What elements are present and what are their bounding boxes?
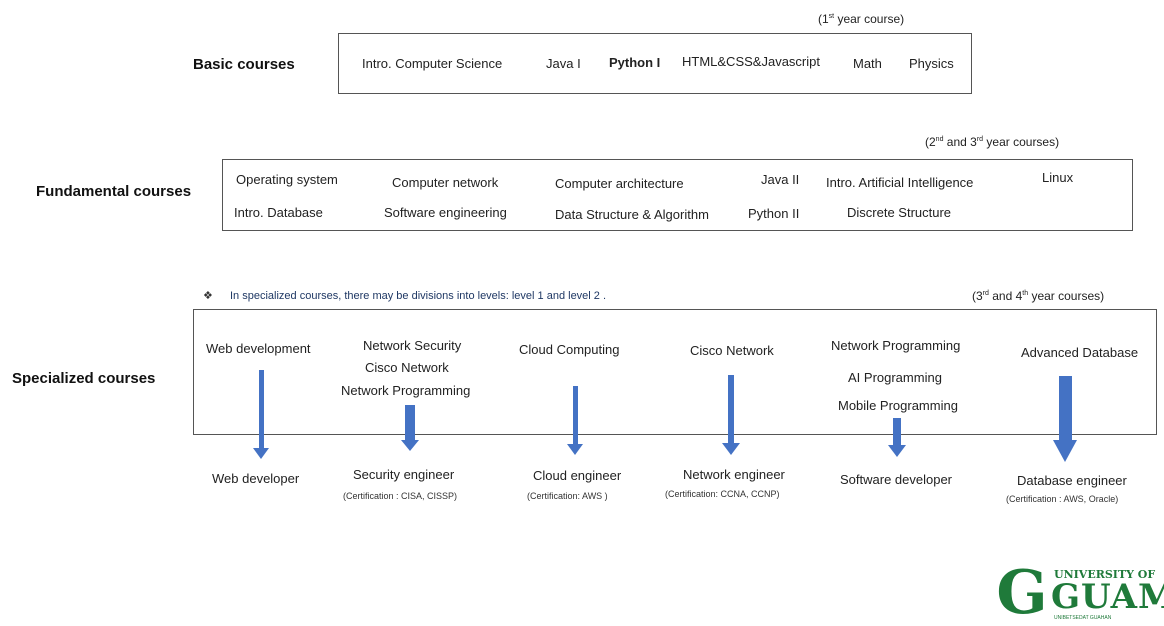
career-cloud-engineer: Cloud engineer [533,468,622,483]
cert-security: (Certification : CISA, CISSP) [343,491,458,501]
specialized-courses-box [193,309,1157,435]
course-java-2: Java II [761,172,800,187]
university-logo: G UNIVERSITY OF GUAM UNIBETSEDAT GUAHAN [996,561,1164,621]
course-computer-architecture: Computer architecture [555,176,684,191]
track-software-course-1: Network Programming [831,338,961,353]
career-web-developer: Web developer [212,471,300,486]
specialized-note: In specialized courses, there may be div… [230,290,607,302]
track-cloud-course: Cloud Computing [519,342,620,357]
track-security-course-2: Cisco Network [365,360,449,375]
course-computer-network: Computer network [392,175,499,190]
course-intro-cs: Intro. Computer Science [362,56,503,71]
fundamental-year-note: (2nd and 3rd year courses) [925,135,1060,149]
career-security-engineer: Security engineer [353,467,455,482]
course-physics: Physics [909,56,954,71]
fundamental-courses-box [222,159,1133,231]
course-software-engineering: Software engineering [384,205,507,220]
course-java-1: Java I [546,56,581,71]
university-g-icon: G [996,561,1047,619]
track-security-course-1: Network Security [363,338,462,353]
track-network-course: Cisco Network [690,343,774,358]
cert-database: (Certification : AWS, Oracle) [1006,494,1119,504]
basic-courses-label: Basic courses [193,56,295,73]
note-bullet-icon: ❖ [203,290,213,302]
track-software-course-3: Mobile Programming [838,398,958,413]
track-web-course: Web development [206,341,311,356]
course-math: Math [853,56,882,71]
cert-network: (Certification: CCNA, CCNP) [665,489,780,499]
track-software-course-2: AI Programming [848,370,942,385]
course-python-1: Python I [609,55,661,70]
specialized-courses-label: Specialized courses [12,370,156,387]
career-network-engineer: Network engineer [683,467,785,482]
career-database-engineer: Database engineer [1017,473,1127,488]
course-html-css-js: HTML&CSS&Javascript [682,54,820,69]
basic-courses-box [338,33,972,94]
course-intro-database: Intro. Database [234,205,323,220]
course-operating-system: Operating system [236,172,338,187]
svg-text:G: G [996,561,1047,619]
course-discrete-structure: Discrete Structure [847,205,952,220]
logo-line2: GUAM [1051,577,1164,617]
specialized-year-note: (3rd and 4th year courses) [972,289,1105,303]
course-intro-ai: Intro. Artificial Intelligence [826,175,974,190]
fundamental-courses-label: Fundamental courses [36,183,192,200]
course-python-2: Python II [748,206,800,221]
logo-line1: UNIVERSITY OF [1054,568,1156,581]
track-database-course: Advanced Database [1021,345,1139,360]
cert-cloud: (Certification: AWS ) [527,491,608,501]
career-software-developer: Software developer [840,472,953,487]
logo-line3: UNIBETSEDAT GUAHAN [1054,615,1112,621]
course-linux: Linux [1042,170,1074,185]
basic-year-note: (1st year course) [818,12,905,26]
track-security-course-3: Network Programming [341,383,471,398]
course-data-structure: Data Structure & Algorithm [555,207,709,222]
